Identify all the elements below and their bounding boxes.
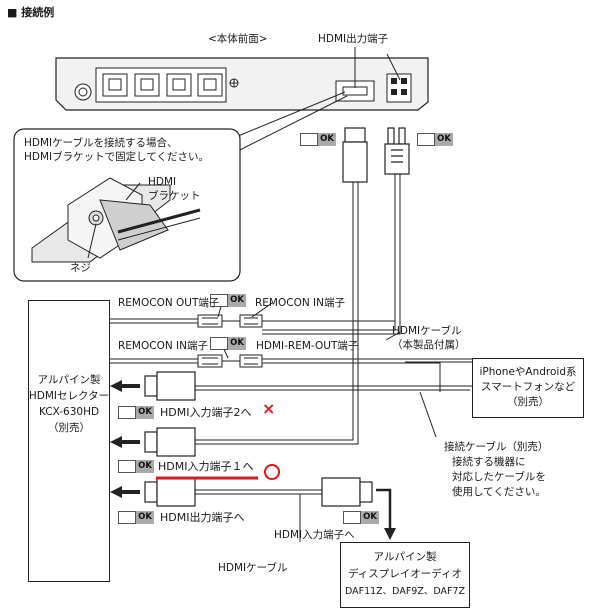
hdmi-rem-out-label: HDMI-REM-OUT端子 [256, 340, 359, 352]
selector-line-3: KCX-630HD [38, 406, 100, 418]
selector-line-1: アルパイン製 [37, 374, 101, 386]
callout-line-2: HDMIブラケットで固定してください。 [24, 151, 210, 163]
ok-badge: OK [210, 294, 246, 307]
display-line-2: ディスプレイオーディオ [347, 568, 463, 580]
ok-badge: OK [417, 133, 453, 146]
hdmi-in-1-label: HDMI入力端子１へ [158, 460, 254, 473]
hdmi-in-2-label: HDMI入力端子2へ [160, 406, 252, 419]
hdmi-cable-included-label-1: HDMIケーブル [392, 325, 462, 337]
selector-line-4: （別売） [48, 422, 90, 434]
hdmi-out-to-label: HDMI出力端子へ [160, 511, 245, 524]
callout-line-1: HDMIケーブルを接続する場合、 [24, 137, 178, 149]
ok-badge: OK [118, 511, 154, 524]
ok-badge: OK [210, 337, 246, 350]
section-heading: ■ 接続例 [7, 6, 55, 19]
remocon-in-top-label: REMOCON IN端子 [255, 297, 345, 309]
remocon-in-label: REMOCON IN端子 [118, 340, 208, 352]
bracket-label-2: ブラケット [148, 190, 201, 202]
hdmi-selector-box [28, 300, 110, 582]
display-audio-box [340, 542, 470, 608]
hdmi-out-terminal-label: HDMI出力端子 [318, 33, 389, 45]
smartphone-line-3: （別売） [507, 396, 549, 408]
device-front-panel [55, 57, 429, 111]
front-label: <本体前面> [208, 33, 268, 45]
connect-cable-line-3: 対応したケーブルを [452, 471, 546, 483]
display-line-1: アルパイン製 [373, 551, 437, 563]
connect-cable-line-2: 接続する機器に [452, 456, 526, 468]
ng-mark: × [262, 399, 276, 418]
display-line-3: DAF11Z、DAF9Z、DAF7Z [344, 586, 466, 597]
selector-line-2: HDMIセレクター [28, 390, 110, 402]
ok-badge: OK [118, 460, 154, 473]
smartphone-line-2: スマートフォンなど [480, 381, 576, 393]
hdmi-cable-included-label-2: （本製品付属） [392, 339, 466, 351]
hdmi-cable-label: HDMIケーブル [218, 562, 288, 574]
screw-label: ネジ [70, 262, 91, 274]
smartphone-box [472, 358, 584, 418]
ok-badge: OK [300, 133, 336, 146]
remocon-out-label: REMOCON OUT端子 [118, 297, 220, 309]
ok-badge: OK [118, 406, 154, 419]
connect-cable-line-4: 使用してください。 [452, 486, 546, 498]
smartphone-line-1: iPhoneやAndroid系 [479, 366, 577, 378]
ok-badge: OK [343, 511, 379, 524]
hdmi-in-terminal-to-label: HDMI入力端子へ [274, 529, 355, 541]
bracket-label-1: HDMI [148, 176, 177, 188]
connect-cable-line-1: 接続ケーブル（別売） [444, 441, 549, 453]
